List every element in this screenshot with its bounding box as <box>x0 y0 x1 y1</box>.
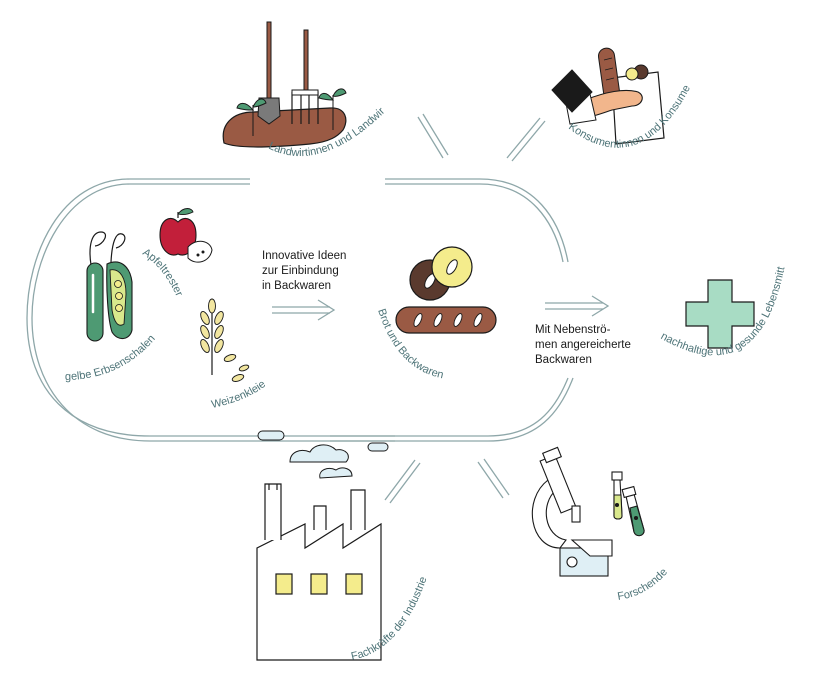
label-peas: gelbe Erbsenschalen <box>65 333 158 383</box>
wheat-ear-icon <box>200 298 250 382</box>
baguette-icon <box>597 47 621 101</box>
pea-pod-icon <box>86 231 133 342</box>
factory-icon <box>256 483 382 661</box>
shovel-icon <box>257 21 281 125</box>
text-enriched: Mit Nebenströ- men angereicherte Backwar… <box>535 324 634 366</box>
farmers-group <box>222 21 347 148</box>
arrow-ideas <box>272 299 336 321</box>
label-wheat: Weizenkleie <box>210 378 268 411</box>
bread-group <box>395 246 497 334</box>
cloud-icon <box>257 430 389 479</box>
label-consumers: Konsumentinnen und Konsumenten <box>0 0 693 151</box>
text-ideas: Innovative Ideen zur Einbindung in Backw… <box>262 250 350 292</box>
consumers-group <box>551 47 665 145</box>
seedling-icon <box>236 88 347 136</box>
bread-loaf-icon <box>395 306 497 334</box>
cross-icon <box>685 279 755 349</box>
microscope-icon <box>531 446 613 577</box>
arrow-enriched <box>545 295 610 317</box>
pitchfork-icon <box>291 29 319 124</box>
apple-icon <box>159 208 213 263</box>
label-researchers: Forschende <box>617 566 670 603</box>
soil-icon <box>222 107 347 148</box>
wallet-icon <box>551 69 593 113</box>
connector-lines <box>384 113 546 504</box>
cycle-loop <box>26 178 574 442</box>
test-tube-icon <box>611 471 645 537</box>
bagel-icon <box>409 246 473 301</box>
